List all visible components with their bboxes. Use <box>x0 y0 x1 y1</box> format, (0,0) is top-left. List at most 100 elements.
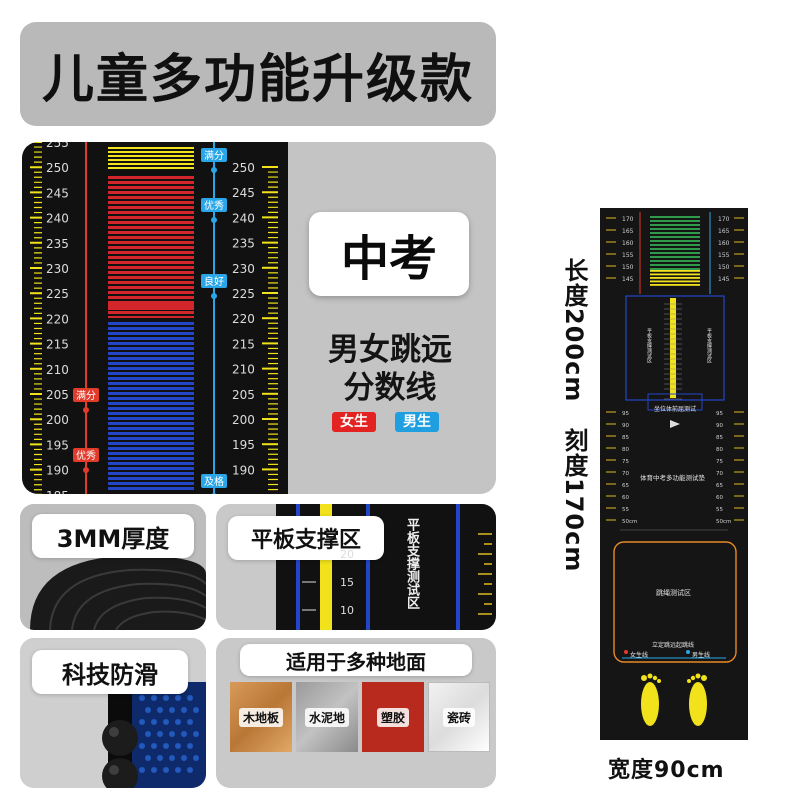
red-band-line <box>108 304 194 306</box>
right-scale-label: 240 <box>232 211 255 225</box>
mat-jump-zone-box <box>613 541 737 663</box>
floor-rubber: 塑胶 <box>362 682 424 752</box>
mat-support-text-left: 平板支撑测试区 <box>646 328 652 363</box>
right-footprint-icon-toe <box>687 679 691 683</box>
full-score-male-marker-bg <box>201 148 227 162</box>
mat-support-text-right: 平板支撑测试区 <box>706 328 712 363</box>
mat-green-line <box>650 236 700 238</box>
red-band-line <box>108 281 194 284</box>
right-scale-label: 190 <box>232 463 255 477</box>
red-band-line <box>108 306 194 309</box>
mat-green-line <box>650 264 700 266</box>
blue-band-line <box>108 377 194 380</box>
blue-band-line <box>108 477 194 480</box>
red-band-line <box>108 308 194 310</box>
red-band-line <box>108 176 194 179</box>
excellent-male-marker-dot <box>211 217 217 223</box>
blue-band-line <box>108 407 194 410</box>
mat-mid-scale-right: 75 <box>716 459 723 465</box>
blue-band-line <box>108 372 194 375</box>
blue-band-line <box>108 482 194 485</box>
full-score-male-marker-dot <box>211 167 217 173</box>
support-zone-card: 平板支撑区 平板支撑测试区 20 15 10 <box>216 504 496 630</box>
mat-mid-scale-left: 50cm <box>622 519 637 525</box>
yellow-band-line <box>108 147 194 149</box>
floor-wood: 木地板 <box>230 682 292 752</box>
red-band-line <box>108 296 194 299</box>
right-scale-label: 235 <box>232 237 255 251</box>
floor-concrete: 水泥地 <box>296 682 358 752</box>
red-band-line <box>108 256 194 259</box>
red-band-line <box>108 301 194 304</box>
right-footprint-icon-toe <box>690 675 696 681</box>
mat-mid-scale-left: 95 <box>622 411 629 417</box>
red-band-line <box>108 211 194 214</box>
excellent-male-marker: 优秀 <box>204 199 224 212</box>
left-scale-label: 235 <box>46 237 69 251</box>
blue-band-line <box>108 462 194 465</box>
red-band-line <box>108 291 194 294</box>
mat-top-scale-left: 150 <box>622 264 634 271</box>
mat-green-line <box>650 228 700 230</box>
blue-band-line <box>108 327 194 330</box>
mat-mid-scale-right: 65 <box>716 483 723 489</box>
floor-tile-label: 瓷砖 <box>442 707 475 727</box>
blue-band-line <box>108 417 194 420</box>
width-label: 宽度90cm <box>608 758 725 783</box>
mat-yellow-line <box>650 273 700 276</box>
red-band-line <box>108 241 194 244</box>
floor-wood-label: 木地板 <box>238 707 283 727</box>
standing-jump-line-label: 立定跳远起跳线 <box>652 642 695 649</box>
anti-slip-label: 科技防滑 <box>32 650 188 694</box>
full-score-male-marker: 满分 <box>204 150 224 162</box>
panel-right-bg <box>288 142 496 494</box>
mat-green-line <box>650 240 700 242</box>
red-band-line <box>108 286 194 289</box>
mat-mid-scale-left: 85 <box>622 435 629 441</box>
mat-mid-scale-left: 60 <box>622 495 629 501</box>
mat-mid-scale-left: 55 <box>622 507 629 513</box>
male-badge: 男生 <box>395 412 439 432</box>
thickness-label: 3MM厚度 <box>32 514 194 558</box>
blue-band-line <box>108 367 194 370</box>
floor-concrete-label: 水泥地 <box>304 707 349 727</box>
left-scale-label: 190 <box>46 464 69 478</box>
blue-band-line <box>108 392 194 395</box>
full-score-female-marker: 满分 <box>76 390 96 402</box>
left-scale-label: 185 <box>46 489 69 494</box>
pass-male-marker-bg <box>201 474 227 488</box>
blue-band-line <box>108 457 194 460</box>
right-footprint-icon-toe <box>695 673 701 679</box>
full-score-female-marker-bg <box>73 388 99 402</box>
left-scale-label: 250 <box>46 161 69 175</box>
exam-heading: 中考 <box>340 231 437 287</box>
yellow-band-line <box>108 159 194 161</box>
legend-male: 男生线 <box>692 652 711 659</box>
mat-legend-male-dot <box>686 650 690 654</box>
blue-band-line <box>108 347 194 350</box>
blue-band-line <box>108 332 194 335</box>
mat-legend-female-dot <box>624 650 628 654</box>
mat-top-scale-right: 170 <box>718 216 730 223</box>
left-scale-label: 225 <box>46 287 69 301</box>
mat-mid-scale-left: 80 <box>622 447 629 453</box>
excellent-female-marker: 优秀 <box>76 449 96 462</box>
blue-band-line <box>108 382 194 385</box>
mat-top-scale-right: 150 <box>718 264 730 271</box>
blue-band-line <box>108 342 194 345</box>
excellent-female-marker-dot <box>83 467 89 473</box>
mat-green-line <box>650 244 700 246</box>
red-band-line <box>108 271 194 274</box>
red-band-line <box>108 266 194 269</box>
left-footprint-icon-toe <box>657 679 661 683</box>
excellent-female-marker-bg <box>73 448 99 462</box>
subtitle-line-1: 男女跳远 <box>328 332 452 368</box>
good-male-marker-bg <box>201 274 227 288</box>
mat-mid-scale-right: 95 <box>716 411 723 417</box>
mat-yellow-line <box>650 284 700 286</box>
mat-arrow-icon <box>670 420 680 428</box>
thickness-card: 3MM厚度 <box>20 504 206 630</box>
red-band-line <box>108 196 194 199</box>
